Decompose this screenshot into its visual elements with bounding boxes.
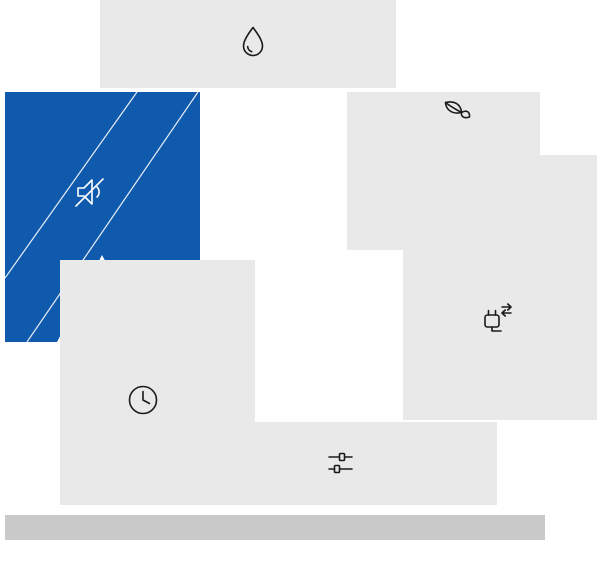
tile-power[interactable] — [403, 155, 597, 420]
sliders-icon — [322, 445, 358, 481]
tile-water[interactable] — [100, 0, 396, 88]
clock-icon — [124, 381, 162, 419]
muted-speaker-icon — [70, 172, 110, 212]
plug-sync-icon — [475, 300, 515, 340]
footer-bar — [5, 515, 545, 540]
water-drop-icon — [235, 24, 271, 60]
leaf-icon — [438, 94, 474, 130]
tile-settings[interactable] — [200, 422, 497, 505]
